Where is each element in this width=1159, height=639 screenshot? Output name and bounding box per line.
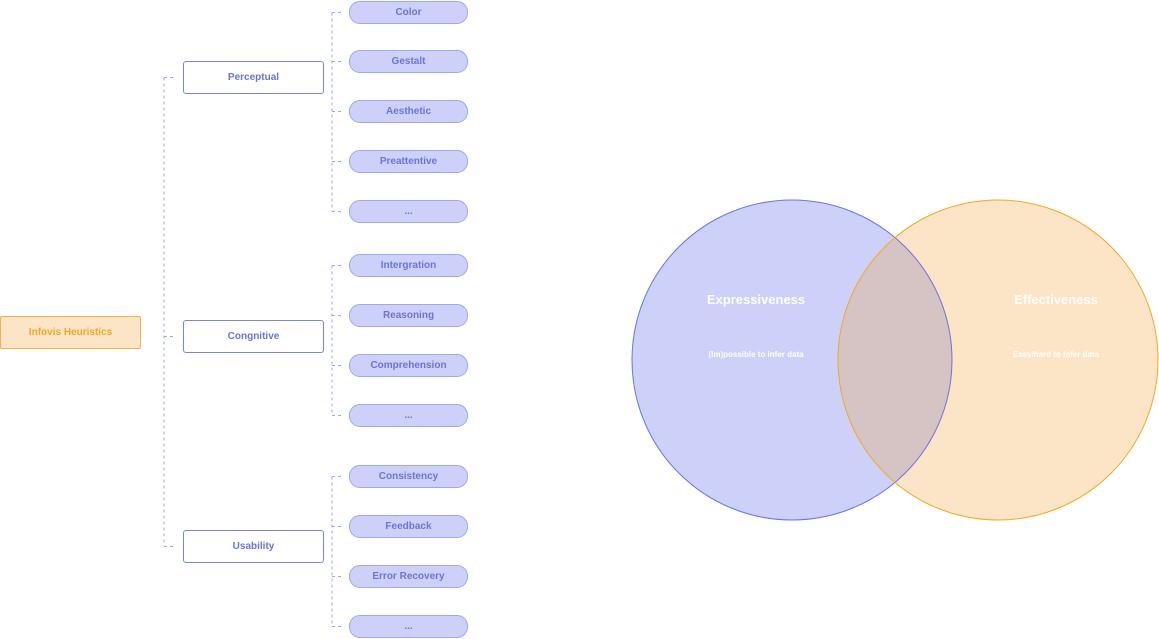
leaf-reasoning: Reasoning: [349, 304, 468, 327]
leaf-label: Reasoning: [382, 310, 435, 321]
root-label: Infovis Heuristics: [28, 327, 113, 338]
venn-left-title: Expressiveness: [706, 292, 806, 307]
leaf-label: Feedback: [385, 521, 432, 532]
leaf-perceptual-more: ...: [349, 200, 468, 223]
leaf-label: Preattentive: [379, 156, 438, 167]
leaf-congnitive-more: ...: [349, 404, 468, 427]
category-congnitive: Congnitive: [183, 320, 324, 353]
category-label: Usability: [232, 541, 275, 552]
leaf-feedback: Feedback: [349, 515, 468, 538]
leaf-consistency: Consistency: [349, 465, 468, 488]
leaf-label: Comprehension: [370, 360, 447, 371]
leaf-label: Color: [395, 7, 422, 18]
leaf-error-recovery: Error Recovery: [349, 565, 468, 588]
leaf-label: ...: [404, 410, 413, 421]
leaf-label: Consistency: [378, 471, 439, 482]
leaf-comprehension: Comprehension: [349, 354, 468, 377]
leaf-color: Color: [349, 1, 468, 24]
venn-outline-effectiveness: [837, 199, 1159, 521]
leaf-label: Gestalt: [391, 56, 426, 67]
leaf-label: Error Recovery: [372, 571, 445, 582]
leaf-aesthetic: Aesthetic: [349, 100, 468, 123]
leaf-label: ...: [404, 621, 413, 632]
venn-right-title: Effectiveness: [1014, 292, 1098, 307]
leaf-preattentive: Preattentive: [349, 150, 468, 173]
category-label: Perceptual: [227, 72, 280, 83]
venn-right-subtitle: Easy/hard to infer data: [1012, 350, 1100, 359]
leaf-label: Aesthetic: [385, 106, 431, 117]
venn-left-subtitle: (Im)possible to infer data: [708, 350, 804, 359]
root-node: Infovis Heuristics: [0, 316, 141, 349]
leaf-intergration: Intergration: [349, 254, 468, 277]
category-perceptual: Perceptual: [183, 61, 324, 94]
leaf-label: ...: [404, 206, 413, 217]
leaf-gestalt: Gestalt: [349, 50, 468, 73]
category-usability: Usability: [183, 530, 324, 563]
venn-outline-expressiveness: [631, 199, 953, 521]
venn-overlap: [838, 200, 952, 520]
leaf-label: Intergration: [380, 260, 437, 271]
leaf-usability-more: ...: [349, 615, 468, 638]
category-label: Congnitive: [227, 331, 280, 342]
